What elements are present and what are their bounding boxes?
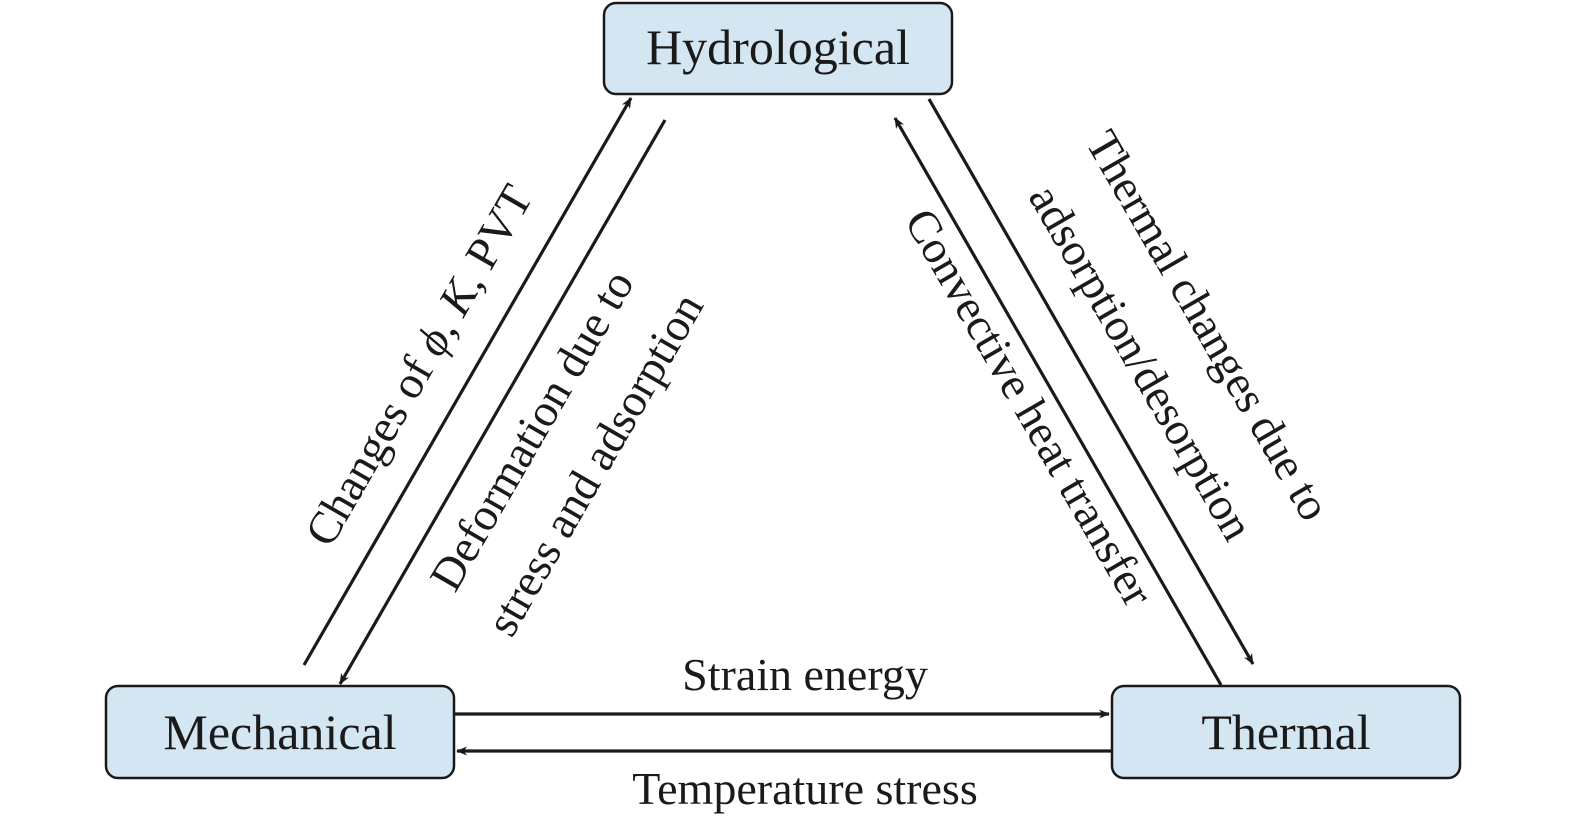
node-hydrological-label: Hydrological	[646, 19, 910, 75]
node-hydrological: Hydrological	[602, 1, 954, 96]
node-thermal-box	[1110, 684, 1462, 780]
label-thermal-to-mechanical: Temperature stress	[632, 763, 977, 814]
label-thermal-to-hydrological: Convective heat transfer	[895, 200, 1164, 615]
arrow-mechanical-to-hydrological	[302, 97, 633, 666]
node-hydrological-box	[602, 1, 954, 96]
node-thermal: Thermal	[1110, 684, 1462, 780]
node-mechanical: Mechanical	[104, 684, 456, 780]
arrow-hydrological-to-mechanical	[338, 119, 667, 685]
node-mechanical-label: Mechanical	[163, 704, 396, 760]
node-thermal-label: Thermal	[1201, 704, 1370, 760]
arrow-hydrological-to-thermal	[927, 98, 1255, 665]
arrow-thermal-to-hydrological	[893, 117, 1223, 686]
node-mechanical-box	[104, 684, 456, 780]
label-mechanical-to-thermal: Strain energy	[682, 649, 928, 700]
